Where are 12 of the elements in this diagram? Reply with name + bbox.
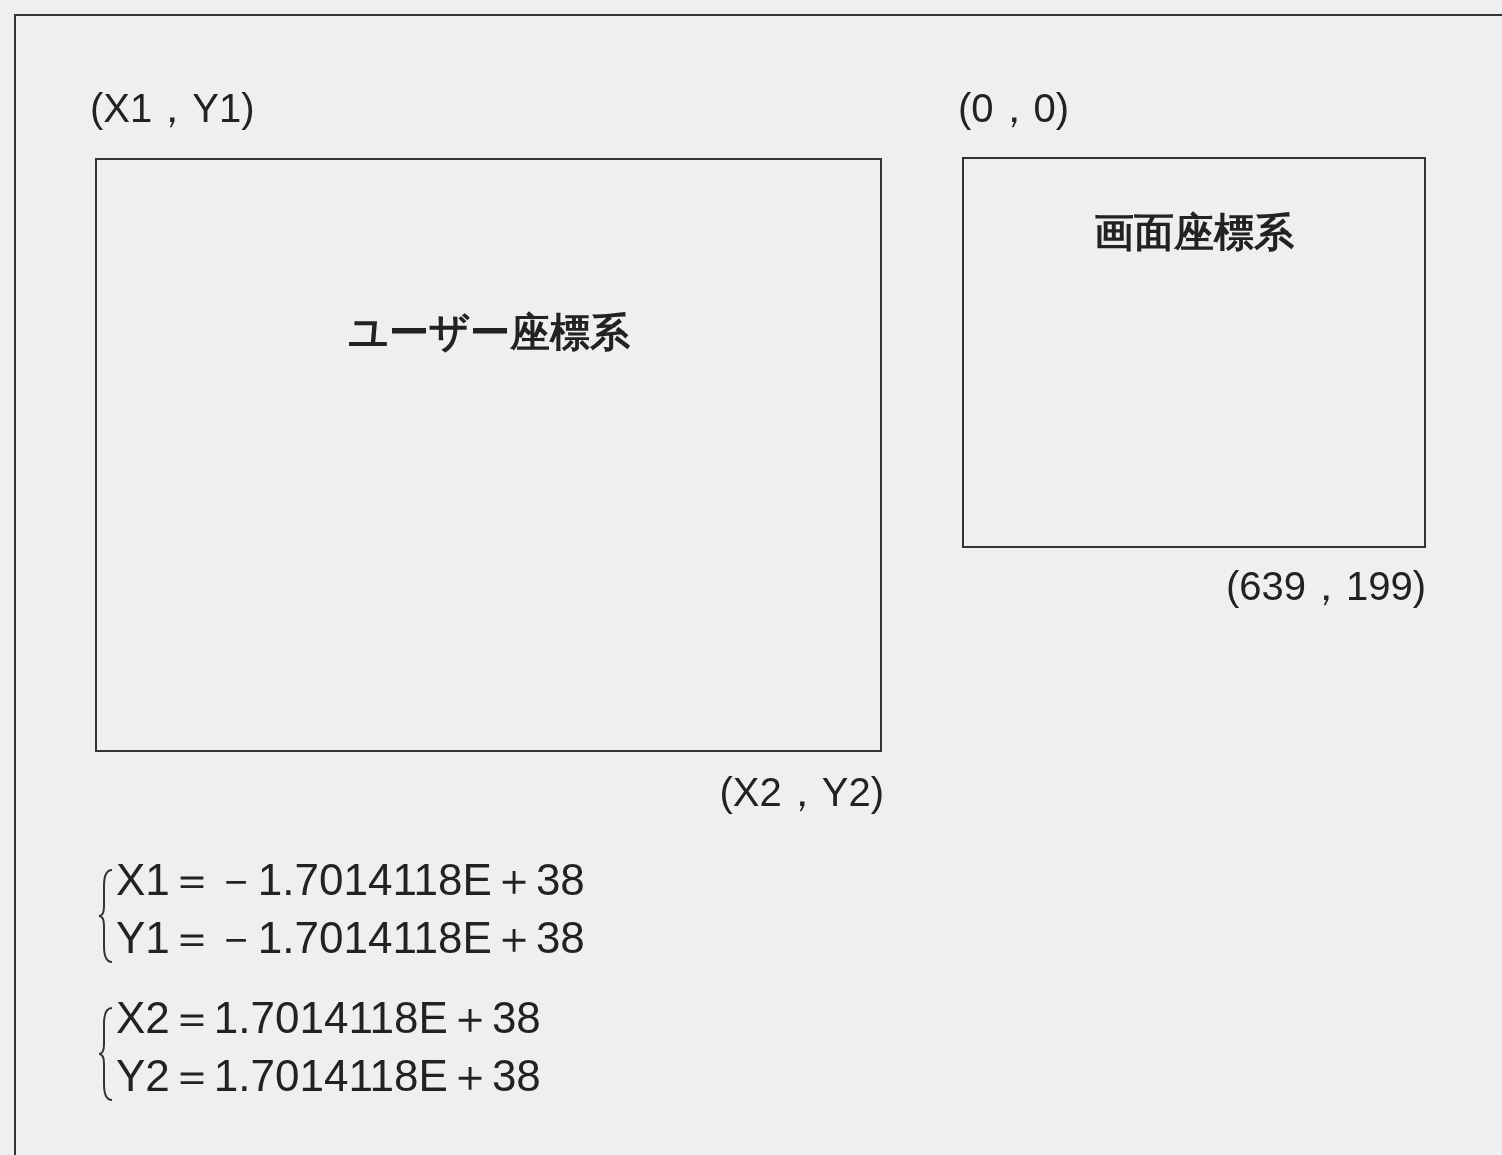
- coordinate-equation: Y2＝1.7014118E＋38: [116, 1054, 541, 1098]
- corner-coordinate: (X1，Y1): [90, 88, 255, 128]
- corner-coordinate: (639，199): [1225, 566, 1426, 606]
- area-title: ユーザー座標系: [346, 309, 631, 356]
- coordinate-equation: X2＝1.7014118E＋38: [116, 996, 541, 1040]
- coordinate-area-box: [95, 158, 882, 752]
- corner-coordinate: (X2，Y2): [719, 772, 884, 812]
- area-title: 画面座標系: [1093, 209, 1295, 256]
- coordinate-area-box: [962, 157, 1426, 548]
- coordinate-equation: X1＝－1.7014118E＋38: [116, 858, 585, 902]
- coordinate-equation: Y1＝－1.7014118E＋38: [116, 916, 585, 960]
- corner-coordinate: (0，0): [958, 88, 1070, 128]
